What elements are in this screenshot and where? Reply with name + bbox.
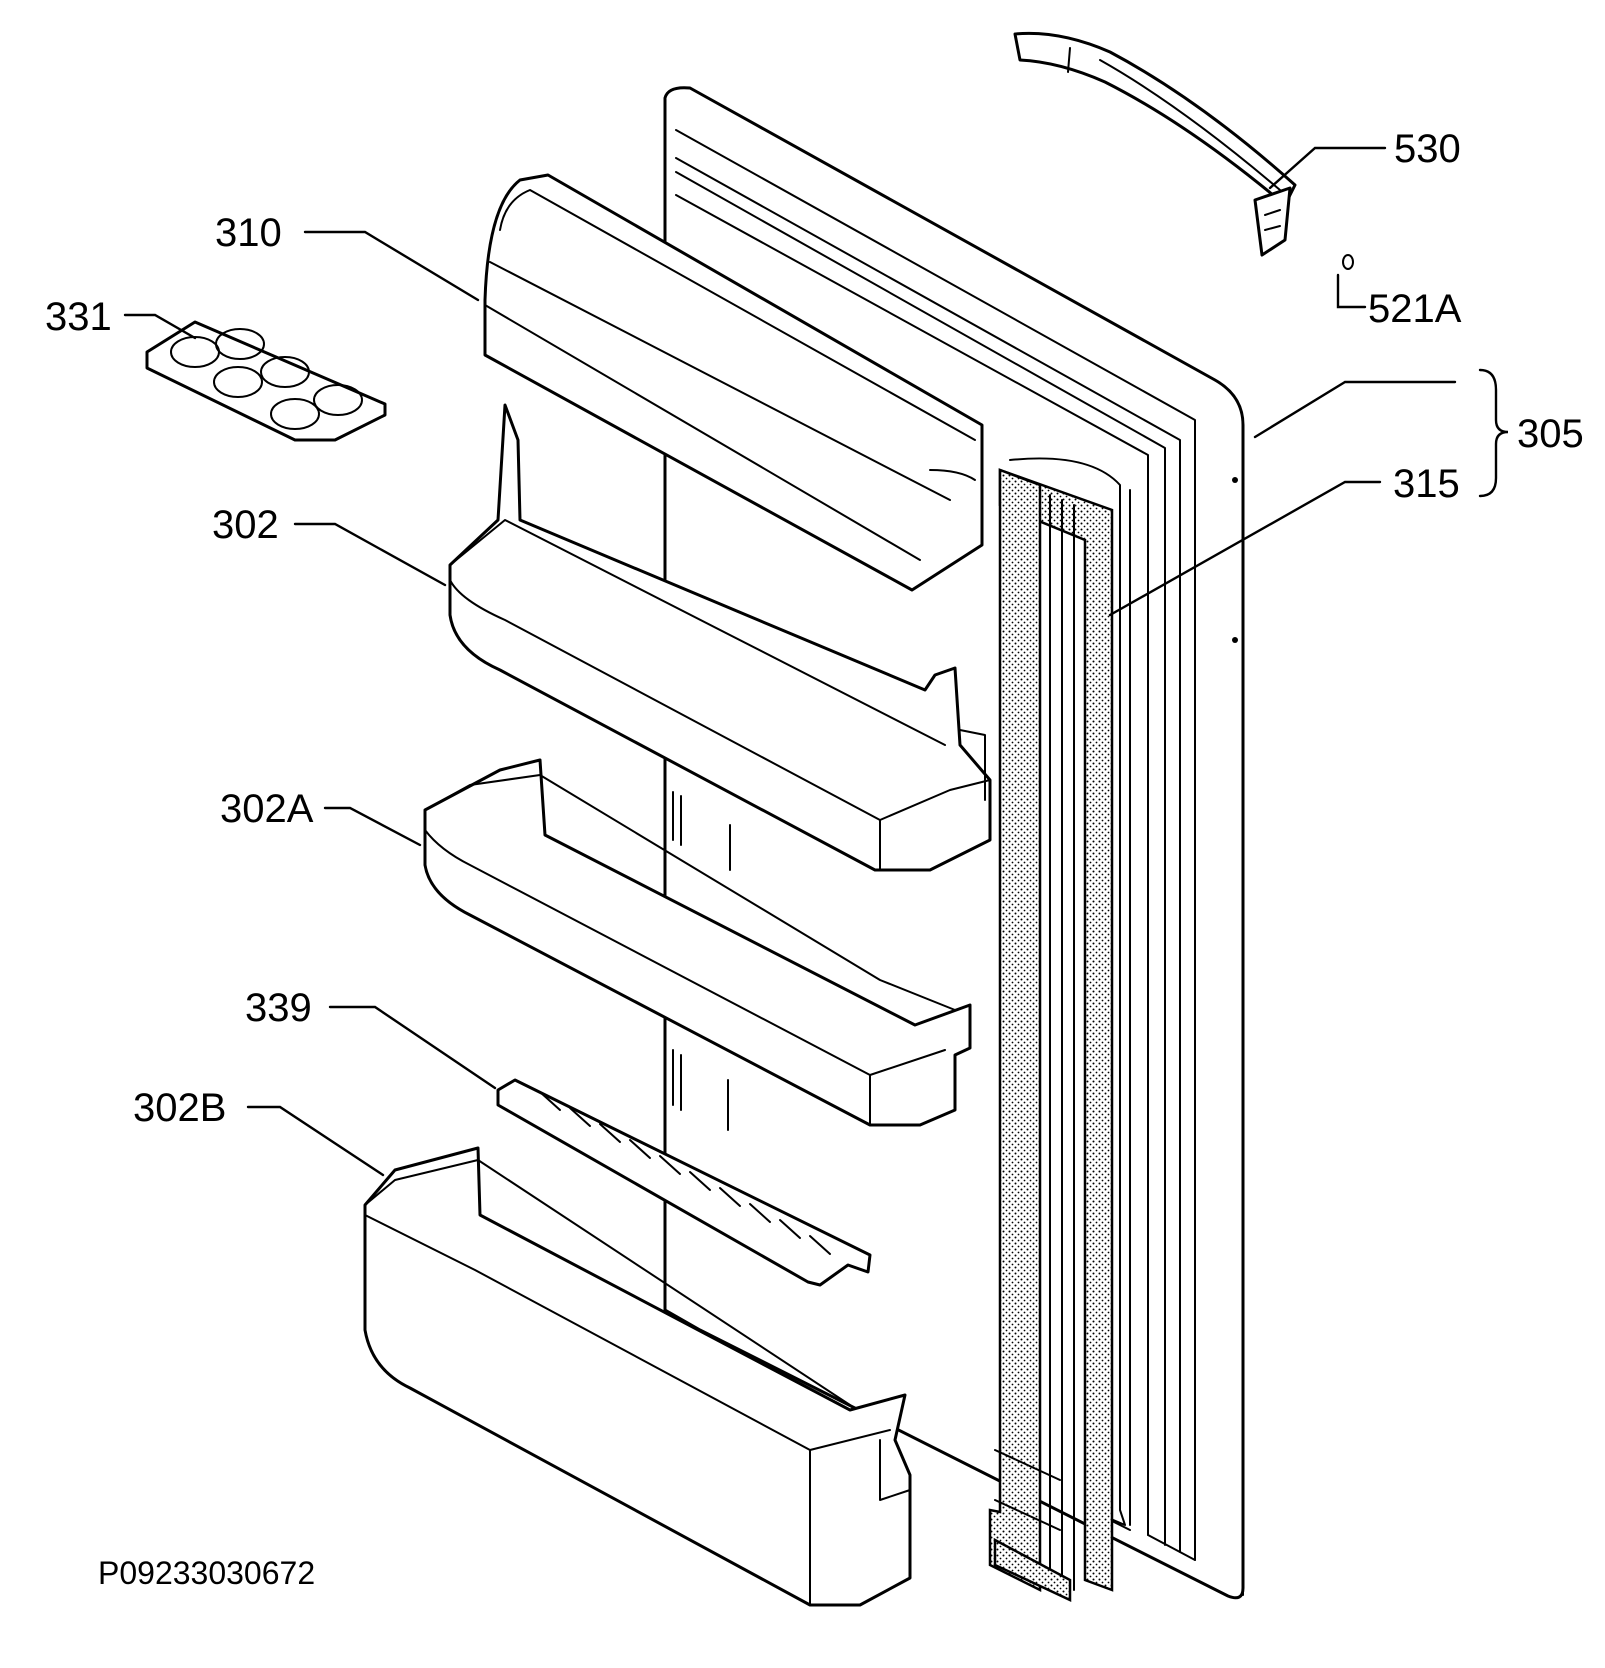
label-302: 302 bbox=[212, 503, 279, 547]
label-305: 305 bbox=[1517, 412, 1584, 456]
shelf-302b-inner bbox=[364, 1214, 811, 1451]
egg-tray-331 bbox=[145, 320, 387, 442]
brace-305 bbox=[1478, 368, 1509, 498]
label-315: 315 bbox=[1393, 462, 1460, 506]
door-hole-2 bbox=[1232, 637, 1238, 643]
shelf-lid-310 bbox=[483, 173, 984, 592]
label-521a: 521A bbox=[1368, 287, 1462, 331]
handle-cap-detail-2 bbox=[1264, 225, 1281, 231]
shelf-302-clip bbox=[959, 729, 986, 801]
door-frame-line-1 bbox=[675, 129, 1196, 1561]
egg-cup-4 bbox=[260, 356, 310, 388]
door-frame-line-3 bbox=[675, 171, 1166, 1546]
handle-seam-2 bbox=[1099, 59, 1281, 191]
leader-310 bbox=[303, 230, 480, 302]
door-hole-1 bbox=[1232, 477, 1238, 483]
label-530: 530 bbox=[1394, 127, 1461, 171]
label-302a: 302A bbox=[220, 787, 314, 831]
door-frame-line-4 bbox=[675, 194, 1149, 1536]
leader-302a bbox=[323, 806, 422, 847]
leader-315 bbox=[1108, 480, 1382, 617]
lid-corner bbox=[929, 469, 976, 481]
shelf-302a-inner bbox=[424, 829, 871, 1076]
label-331: 331 bbox=[45, 295, 112, 339]
rail-339-slots bbox=[539, 1091, 831, 1255]
egg-cup-6 bbox=[313, 384, 363, 416]
egg-cup-3 bbox=[213, 366, 263, 398]
shelf-302b-clip bbox=[879, 1439, 911, 1501]
leader-530 bbox=[1268, 146, 1387, 190]
shelf-302b-body bbox=[363, 1146, 912, 1607]
handle-seam-1 bbox=[1067, 47, 1071, 73]
handle-cap-detail-1 bbox=[1264, 209, 1281, 216]
handle-bar bbox=[1013, 31, 1297, 207]
screw-521a bbox=[1342, 254, 1354, 270]
handle-end-cap bbox=[1253, 186, 1292, 257]
lid-lower-edge bbox=[484, 304, 921, 561]
door-shelf-302a bbox=[423, 758, 972, 1131]
leader-521a bbox=[1336, 273, 1367, 309]
door-liner-face bbox=[1009, 457, 1131, 1531]
leader-302 bbox=[293, 522, 447, 587]
door-frame-bottom bbox=[1147, 1534, 1196, 1561]
shelf-302-inner bbox=[449, 579, 881, 821]
shelf-302a-side-top bbox=[869, 1049, 946, 1076]
leader-305 bbox=[1253, 380, 1457, 439]
shelf-302a-body bbox=[423, 758, 972, 1127]
lid-front-crease bbox=[489, 261, 951, 501]
label-302b: 302B bbox=[133, 1086, 226, 1130]
shelf-302-side-top bbox=[879, 779, 991, 821]
leader-339 bbox=[328, 1005, 497, 1090]
door-inner-detail-1 bbox=[994, 1449, 1061, 1481]
lid-body bbox=[483, 173, 984, 592]
door-shelf-302 bbox=[448, 403, 992, 872]
label-339: 339 bbox=[245, 986, 312, 1030]
door-gasket-left bbox=[988, 468, 1042, 1593]
leader-lines bbox=[123, 146, 1509, 1177]
shelf-302b-side-top bbox=[809, 1429, 891, 1451]
shelf-302-body bbox=[448, 403, 992, 872]
shelf-302a-rim bbox=[424, 774, 956, 1011]
door-shelf-302b bbox=[363, 1146, 912, 1607]
leader-331 bbox=[123, 313, 197, 340]
egg-cup-5 bbox=[270, 398, 320, 430]
leader-302b bbox=[246, 1105, 385, 1177]
shelf-302-rim bbox=[449, 519, 946, 746]
lid-top-crease bbox=[499, 189, 976, 441]
label-310: 310 bbox=[215, 211, 282, 255]
shelf-302b-rim bbox=[364, 1159, 851, 1406]
bottle-rail-339 bbox=[496, 1078, 872, 1287]
door-inner-detail-2 bbox=[994, 1499, 1061, 1531]
rail-339-body bbox=[496, 1078, 872, 1287]
door-frame-line-2 bbox=[675, 157, 1181, 1553]
handle-530 bbox=[1013, 31, 1297, 257]
drawing-code: P09233030672 bbox=[98, 1555, 315, 1591]
egg-cup-2 bbox=[215, 328, 265, 360]
door-gasket-bottom bbox=[993, 1537, 1072, 1602]
